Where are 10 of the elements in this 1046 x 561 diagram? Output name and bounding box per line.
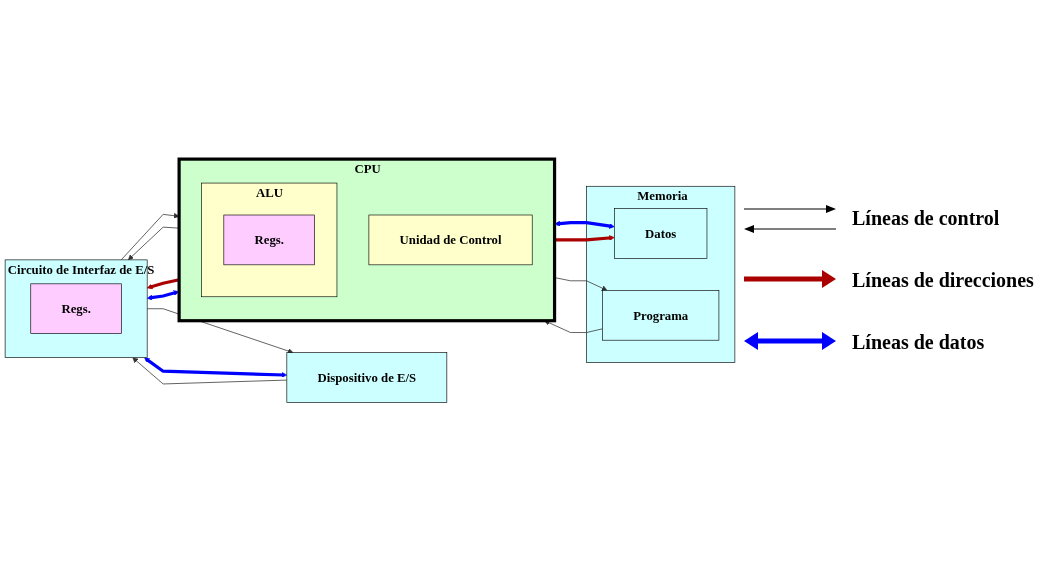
- legend-text: Líneas de datos: [852, 331, 985, 354]
- legend-text: Líneas de control: [852, 207, 1000, 230]
- legend-text: Líneas de direcciones: [852, 269, 1034, 292]
- node-box: Regs.: [223, 214, 315, 265]
- node-box: Regs.: [30, 283, 122, 334]
- node-box: Dispositivo de E/S: [286, 352, 448, 403]
- node-box: Datos: [614, 208, 708, 259]
- node-box: Unidad de Control: [368, 214, 533, 265]
- arrow: [144, 357, 288, 378]
- node-box: Programa: [602, 289, 720, 341]
